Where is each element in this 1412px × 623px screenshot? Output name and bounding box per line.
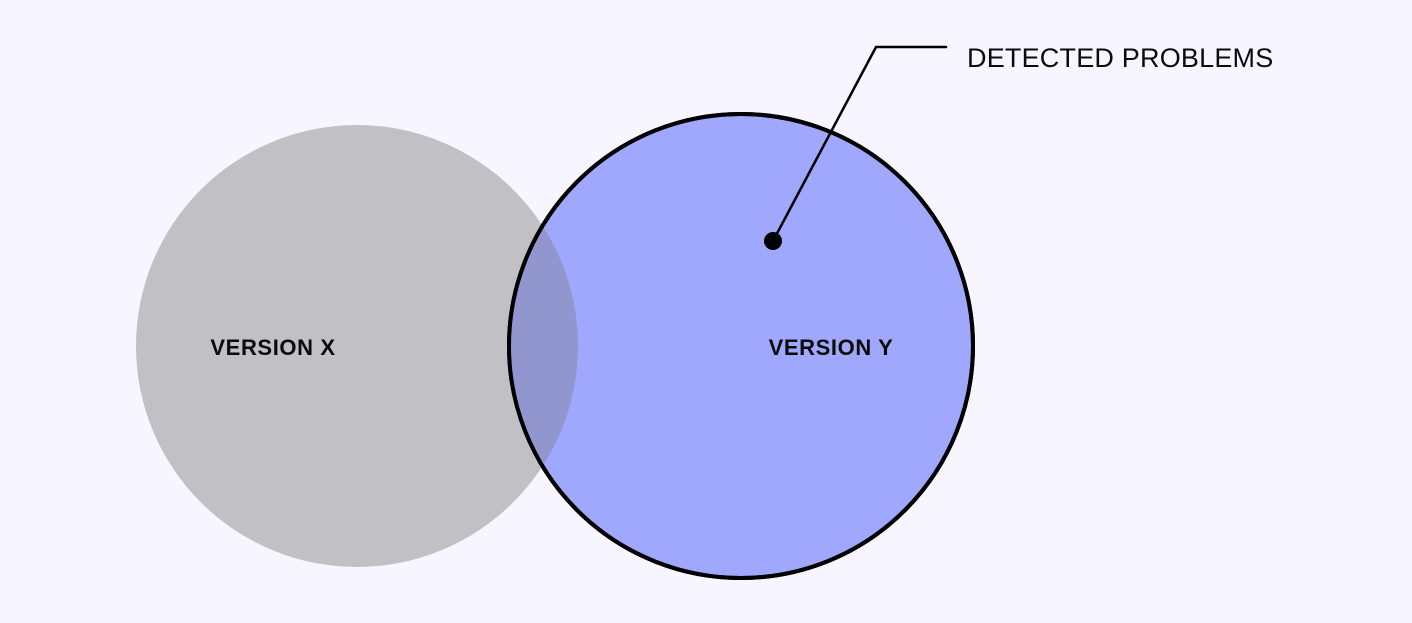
- venn-label-version-y: VERSION Y: [769, 335, 894, 360]
- callout-leader-line: [771, 45, 948, 243]
- venn-label-version-x: VERSION X: [210, 335, 335, 360]
- callout-anchor-dot[interactable]: [764, 232, 782, 250]
- venn-circle-version-x[interactable]: [136, 125, 578, 567]
- callout-label-detected-problems: DETECTED PROBLEMS: [967, 43, 1273, 73]
- venn-circle-version-y-outline: [507, 112, 975, 580]
- venn-circle-version-y[interactable]: [507, 112, 975, 580]
